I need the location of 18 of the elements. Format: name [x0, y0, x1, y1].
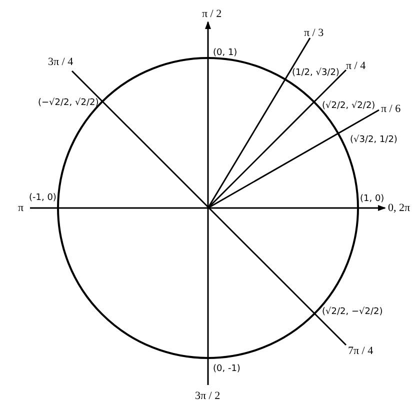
point-coordinate: (−√2/2, √2/2) [38, 97, 99, 109]
point-coordinate: (1/2, √3/2) [292, 67, 340, 79]
point-coordinate: (1, 0) [360, 193, 384, 205]
point-coordinate: (0, 1) [213, 47, 238, 59]
angle-label: 3π / 4 [48, 56, 74, 68]
point-coordinate: (-1, 0) [29, 192, 56, 204]
angle-label: 3π / 2 [195, 390, 220, 402]
angle-label: 0, 2π [388, 202, 410, 214]
angle-label: π / 6 [381, 103, 401, 115]
point-coordinate: (√2/2, √2/2) [322, 100, 376, 112]
angle-label: π / 4 [346, 60, 366, 72]
point-coordinate: (√3/2, 1/2) [350, 134, 398, 146]
point-coordinate: (√2/2, −√2/2) [322, 306, 383, 318]
point-coordinate: (0, -1) [213, 363, 240, 375]
angle-label: π [18, 202, 24, 214]
angle-label: π / 2 [202, 8, 222, 20]
angle-label: π / 3 [304, 27, 324, 39]
angle-label: 7π / 4 [348, 345, 374, 357]
